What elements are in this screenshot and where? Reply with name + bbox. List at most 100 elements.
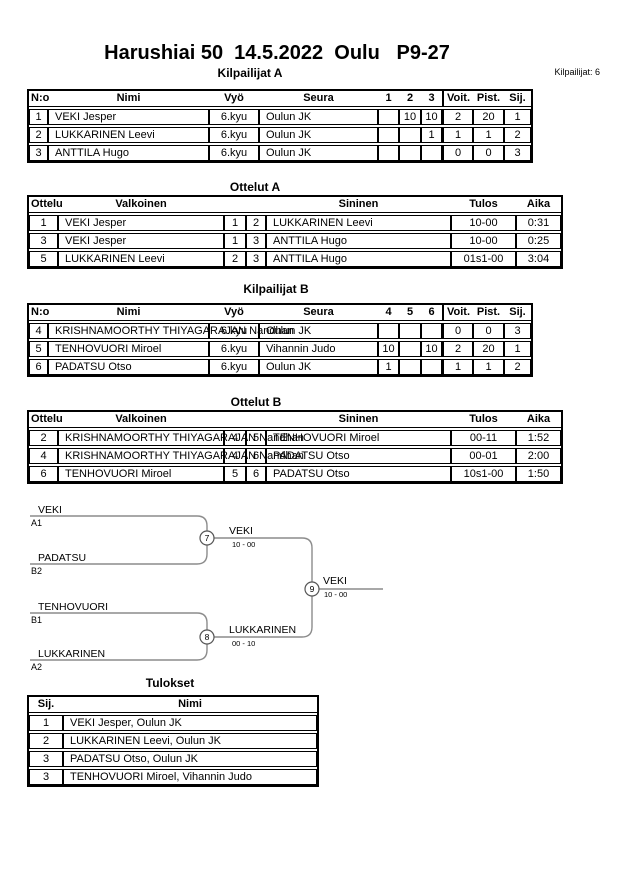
- section-title-kilpailijat-b: Kilpailijat B: [243, 282, 309, 296]
- cell-valkoinen: LUKKARINEN Leevi: [58, 251, 224, 267]
- table-row: 3 TENHOVUORI Miroel, Vihannin Judo: [29, 769, 317, 785]
- table-row: 6 PADATSU Otso 6.kyu Oulun JK 1 1 1 2: [29, 359, 531, 375]
- cell-pist: 0: [473, 323, 504, 339]
- cell-nimi: LUKKARINEN Leevi: [48, 127, 209, 143]
- table-row: 3 PADATSU Otso, Oulun JK: [29, 751, 317, 767]
- col-header-voit: Voit.: [442, 305, 473, 321]
- cell-no: 5: [29, 341, 48, 357]
- cell-voit: 2: [442, 341, 473, 357]
- cell-aika: 1:50: [516, 466, 561, 482]
- col-header-no: N:o: [29, 305, 49, 321]
- col-header-valkoinen: Valkoinen: [58, 197, 224, 213]
- bracket-entry-seed: A1: [31, 518, 42, 528]
- col-header-m4: 4: [378, 305, 399, 321]
- table-row: 4 KRISHNAMOORTHY THIYAGARAJAN Nandhan 4 …: [29, 448, 561, 464]
- cell-seura: Oulun JK: [259, 127, 378, 143]
- bracket-entry-name: VEKI: [38, 504, 62, 516]
- cell-score-6: [421, 323, 442, 339]
- cell-aika: 1:52: [516, 430, 561, 446]
- cell-score-1: [378, 109, 399, 125]
- section-title-ottelut-a: Ottelut A: [229, 180, 281, 194]
- col-header-m2: 2: [399, 91, 421, 107]
- bracket-entry-seed: B2: [31, 566, 42, 576]
- header-row: Ottelu Valkoinen Sininen Tulos Aika: [29, 197, 561, 213]
- cell-pist: 20: [473, 109, 504, 125]
- cell-score-2: [399, 145, 421, 161]
- col-header-num2: [246, 412, 266, 428]
- table-ottelut-a: Ottelu Valkoinen Sininen Tulos Aika 1 VE…: [27, 195, 563, 269]
- cell-score-2: 10: [399, 109, 421, 125]
- cell-vyo: 6.kyu: [209, 109, 259, 125]
- bracket-line-a1: [30, 515, 208, 531]
- bracket-winner-name: VEKI: [229, 525, 253, 537]
- cell-num2: 6: [246, 466, 266, 482]
- bracket-line-b2: [30, 545, 208, 565]
- col-header-ottelu: Ottelu: [29, 412, 63, 428]
- white-player-name: KRISHNAMOORTHY THIYAGARAJAN Nandhan: [65, 450, 304, 462]
- cell-voit: 1: [442, 127, 473, 143]
- match-circle-9: [304, 581, 320, 597]
- competitor-name: LUKKARINEN Leevi: [55, 129, 155, 141]
- bracket-line-b1: [30, 612, 208, 630]
- cell-num2: 2: [246, 215, 266, 231]
- cell-num1: 1: [224, 233, 246, 249]
- col-header-sininen: Sininen: [266, 197, 451, 213]
- cell-pist: 0: [473, 145, 504, 161]
- col-header-valkoinen: Valkoinen: [58, 412, 224, 428]
- table-row: 5 TENHOVUORI Miroel 6.kyu Vihannin Judo …: [29, 341, 531, 357]
- col-header-m1: 1: [378, 91, 399, 107]
- cell-sininen: ANTTILA Hugo: [266, 251, 451, 267]
- col-header-vyo: Vyö: [209, 91, 259, 107]
- cell-seura: Oulun JK: [259, 109, 378, 125]
- cell-tulos: 00-11: [451, 430, 516, 446]
- cell-seura: Oulun JK: [259, 359, 378, 375]
- cell-sij: 3: [29, 769, 63, 785]
- cell-valkoinen: KRISHNAMOORTHY THIYAGARAJAN Nandhan: [58, 430, 304, 446]
- cell-valkoinen: VEKI Jesper: [58, 215, 224, 231]
- cell-tulos: 01s1-00: [451, 251, 516, 267]
- competitors-count: Kilpailijat: 6: [554, 67, 600, 77]
- bracket-match-score: 00 - 10: [232, 639, 255, 648]
- cell-vyo: 6.kyu: [209, 323, 259, 339]
- cell-num1: 4: [224, 448, 246, 464]
- cell-num2: 6: [246, 448, 266, 464]
- cell-score-6: [421, 359, 442, 375]
- cell-no: 6: [29, 359, 48, 375]
- cell-voit: 0: [442, 145, 473, 161]
- section-title-kilpailijat-a: Kilpailijat A: [217, 66, 283, 80]
- col-header-pist: Pist.: [473, 305, 504, 321]
- match-circle-8: [199, 629, 215, 645]
- cell-ottelu: 5: [29, 251, 58, 267]
- cell-nimi: TENHOVUORI Miroel: [48, 341, 209, 357]
- bracket-winner-name: LUKKARINEN: [229, 624, 296, 636]
- col-header-aika: Aika: [516, 412, 561, 428]
- bracket-winner-name: VEKI: [323, 575, 347, 587]
- white-player-name: VEKI Jesper: [65, 217, 127, 229]
- cell-tulos: 10-00: [451, 233, 516, 249]
- bracket-entry-name: PADATSU: [38, 552, 86, 564]
- col-header-m3: 3: [421, 91, 442, 107]
- match-number: 7: [205, 533, 210, 543]
- table-row: 2 LUKKARINEN Leevi, Oulun JK: [29, 733, 317, 749]
- cell-voit: 1: [442, 359, 473, 375]
- bracket-line-match8-out: [214, 596, 313, 638]
- cell-sij: 3: [29, 751, 63, 767]
- match-circle-7: [199, 530, 215, 546]
- cell-pist: 1: [473, 359, 504, 375]
- cell-valkoinen: TENHOVUORI Miroel: [58, 466, 224, 482]
- col-header-tulos: Tulos: [451, 197, 516, 213]
- cell-aika: 0:31: [516, 215, 561, 231]
- cell-aika: 0:25: [516, 233, 561, 249]
- col-header-voit: Voit.: [442, 91, 473, 107]
- table-ottelut-b: Ottelu Valkoinen Sininen Tulos Aika 2 KR…: [27, 410, 563, 484]
- col-header-no: N:o: [29, 91, 49, 107]
- cell-vyo: 6.kyu: [209, 145, 259, 161]
- col-header-seura: Seura: [259, 305, 378, 321]
- match-number: 9: [310, 584, 315, 594]
- cell-ottelu: 1: [29, 215, 58, 231]
- cell-no: 3: [29, 145, 48, 161]
- cell-num2: 5: [246, 430, 266, 446]
- bracket-line-a2: [30, 644, 208, 661]
- cell-num1: 5: [224, 466, 246, 482]
- col-header-aika: Aika: [516, 197, 561, 213]
